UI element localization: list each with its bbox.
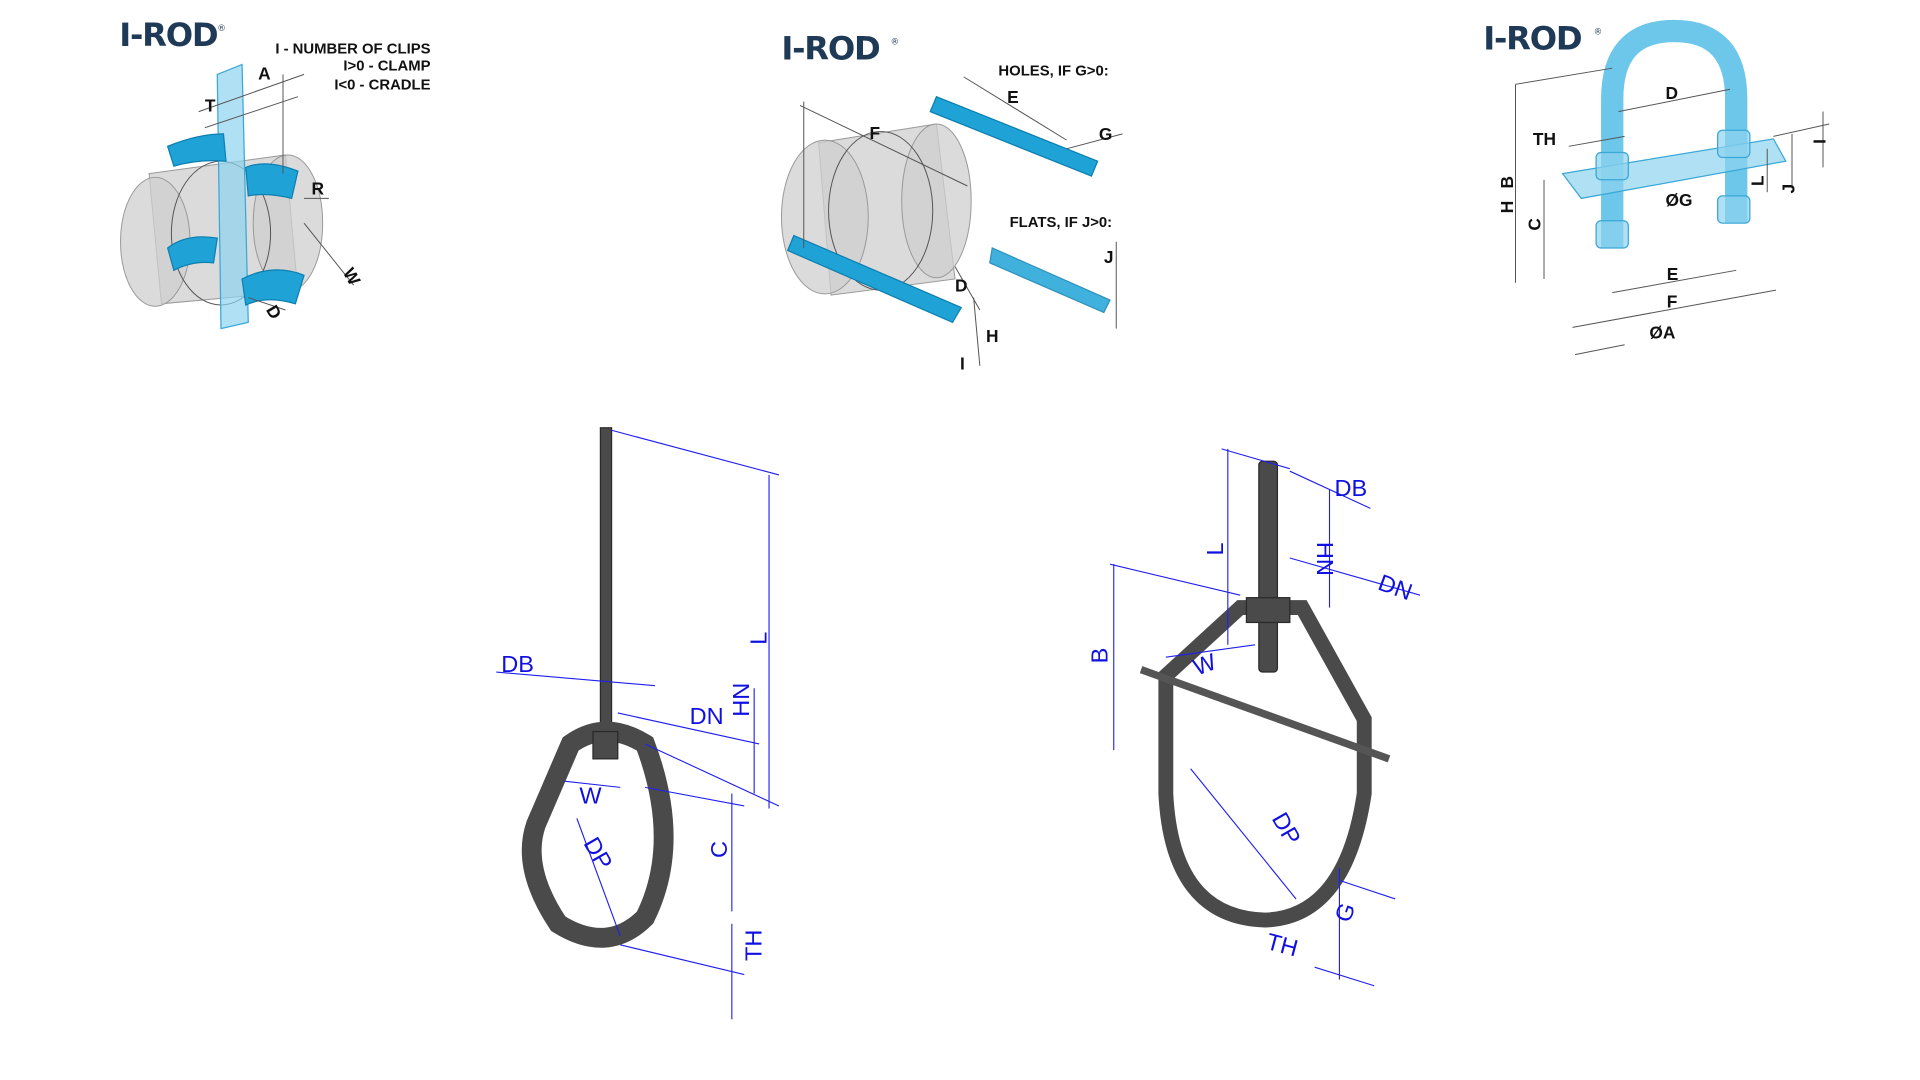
dim-label-H: H [1497,201,1517,214]
clamp-strap [216,63,249,330]
svg-text:®: ® [1594,28,1603,38]
dim-label-OG: ØG [1666,190,1693,210]
note-clips: I - NUMBER OF CLIPS [275,41,430,57]
u-bolt-rod [1601,19,1748,248]
pad-with-holes [929,95,1099,177]
note-clamp: I>0 - CLAMP [343,59,430,75]
dim-label-E: E [1667,264,1679,284]
dim-label-B: B [1497,176,1517,189]
dim-label-OA: ØA [1649,323,1675,343]
pad-on-pipe [786,234,963,324]
threaded-rod [1258,460,1279,673]
logo: I-ROD ® [119,16,226,54]
nuts [1595,129,1751,249]
logo: I-ROD ® [781,30,899,68]
logo: I-ROD ® [1483,20,1602,58]
dim-label-HN: HN [1312,542,1338,576]
panel-pipe-clamp: I-ROD ® I - NUMBER OF CLIPS I>0 - CLAMP … [119,16,431,330]
dim-label-F: F [869,123,880,143]
note-cradle: I<0 - CRADLE [334,77,430,93]
dim-label-H: H [986,326,999,346]
dim-label-I: I [1809,139,1829,144]
ring [521,721,674,948]
dim-label-E: E [1007,87,1019,107]
dim-label-A: A [258,63,271,83]
pipe [780,123,972,296]
svg-text:I-ROD: I-ROD [781,30,880,68]
panel-saddle: I-ROD ® HOLES, IF G>0: FLATS, IF J>0: E … [780,30,1123,374]
dim-label-TH: TH [741,930,767,961]
dim-label-TH: TH [1533,129,1556,149]
dim-label-C: C [706,841,732,858]
dim-label-DB: DB [1334,475,1367,501]
dim-label-D: D [262,302,286,323]
dim-label-G: G [1330,899,1361,925]
clips [166,133,305,306]
dim-label-HN: HN [728,683,754,717]
dim-label-DB: DB [501,651,534,677]
dim-label-C: C [1524,218,1544,231]
dim-label-B: B [1087,648,1113,664]
dim-label-J: J [1104,247,1114,267]
panel-u-bolt: I-ROD ® D TH B H C ØG L J I E F ØA [1483,19,1829,356]
panel-swivel-ring-hanger: L DB DN HN W DP C TH [496,427,780,1020]
nut [1245,597,1291,624]
dim-label-TH: TH [1264,928,1301,961]
holes-note: HOLES, IF G>0: [998,64,1108,80]
dim-label-L: L [1747,175,1767,186]
dim-label-D: D [955,275,968,295]
pad-with-flats [989,247,1111,314]
svg-text:®: ® [891,38,900,48]
dim-label-W: W [579,782,602,808]
dim-label-D: D [1666,83,1679,103]
dim-label-DN: DN [1375,569,1416,605]
clevis-body [1158,600,1372,928]
svg-text:I-ROD: I-ROD [119,16,218,54]
dim-label-R: R [312,179,325,199]
dim-label-DN: DN [690,703,724,729]
svg-text:®: ® [217,24,226,34]
dim-label-I: I [960,354,965,374]
dim-label-W: W [339,264,365,289]
dim-label-G: G [1099,124,1113,144]
dim-label-DP: DP [1267,808,1306,849]
svg-text:I-ROD: I-ROD [1483,20,1582,58]
nut [592,730,619,760]
dim-label-L: L [746,632,772,645]
dim-label-J: J [1778,184,1798,194]
dim-label-F: F [1667,292,1678,312]
clevis-pin [1139,666,1391,763]
dim-label-T: T [205,96,216,116]
flats-note: FLATS, IF J>0: [1010,215,1113,231]
dim-label-L: L [1202,542,1228,555]
panel-clevis-hanger: DB HN L DN B W DP G TH [1087,448,1421,987]
